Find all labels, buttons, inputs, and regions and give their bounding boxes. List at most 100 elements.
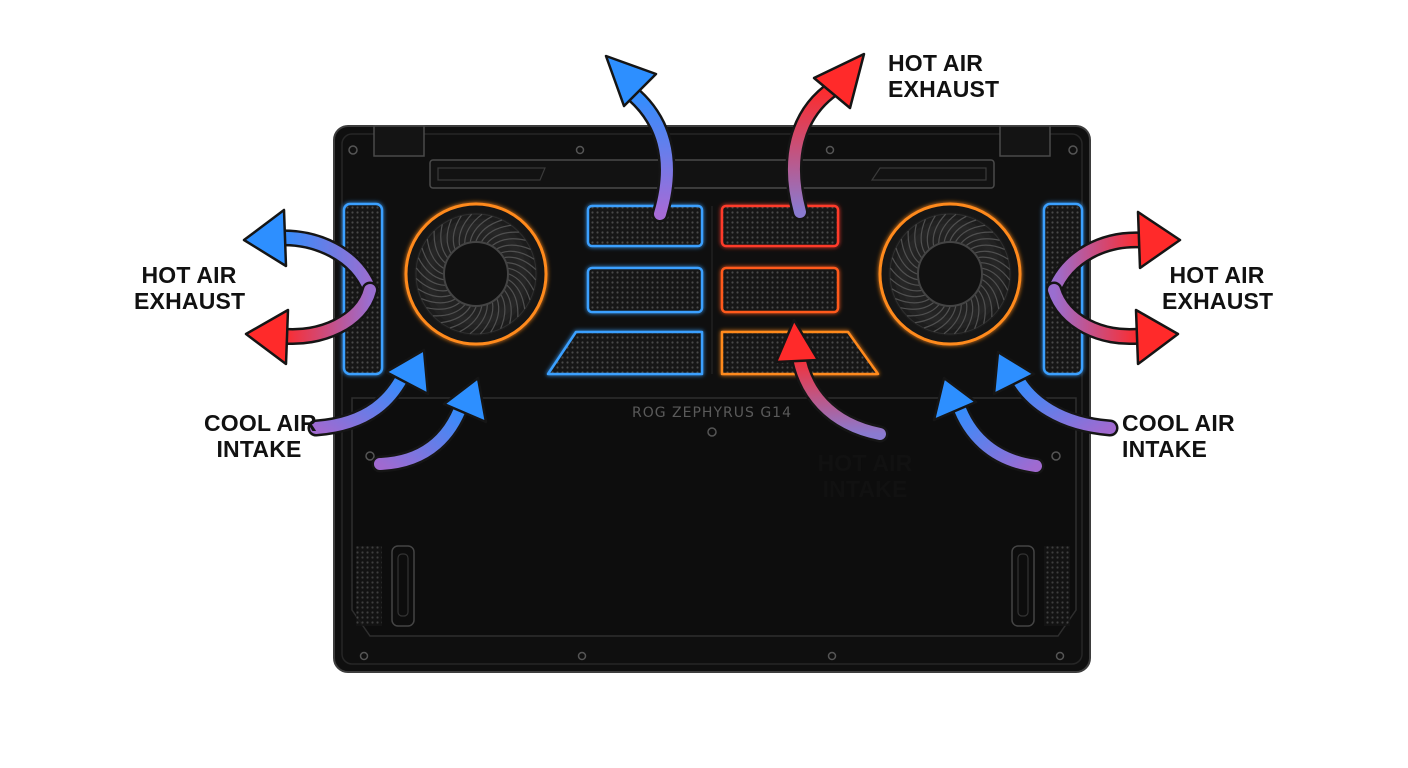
- label-right-intake: COOL AIR INTAKE: [1122, 410, 1235, 462]
- fan-blade: [479, 302, 494, 335]
- fan-blade: [464, 213, 483, 244]
- right-hinge: [999, 125, 1051, 157]
- fan-blade: [508, 279, 526, 310]
- right-intake-arrow-upper: [992, 350, 1119, 437]
- fan-blade: [891, 257, 918, 281]
- fan-blade: [949, 219, 977, 242]
- fan-blade: [426, 302, 460, 310]
- right-exhaust-red-bottom-arrow: [1045, 281, 1180, 366]
- fan-blade: [421, 247, 444, 275]
- fan-blade: [907, 230, 920, 264]
- fan-blade: [421, 298, 456, 304]
- fan-blade: [504, 256, 537, 271]
- fan-blade: [955, 224, 986, 242]
- fan-blade: [449, 306, 477, 329]
- fan-blade: [506, 262, 537, 281]
- center-grilles-cool: [546, 204, 704, 376]
- rear-vent-strip: [429, 159, 995, 189]
- fan-blade: [895, 298, 930, 304]
- left-intake-arrow-upper: [307, 348, 430, 437]
- fan-blade: [508, 273, 531, 301]
- left-fan: [404, 202, 548, 346]
- fan-blade: [926, 215, 936, 249]
- lower-panel: [351, 397, 1077, 637]
- fan-blade: [943, 304, 962, 335]
- label-line: HOT AIR: [141, 262, 237, 288]
- fan-blade: [469, 215, 493, 242]
- top-left-exhaust-arrow: [604, 54, 676, 223]
- fan-blade: [923, 306, 951, 329]
- fan-blade: [978, 256, 1011, 271]
- fan-blade: [978, 290, 986, 324]
- fan-blade: [980, 262, 1011, 281]
- fan-blade: [966, 238, 1000, 246]
- fan-blade: [490, 299, 500, 333]
- left-intake-arrow-lower: [371, 376, 488, 473]
- fan-blade: [492, 238, 526, 246]
- fan-blade: [975, 250, 1009, 260]
- left-exhaust-red-arrow: [244, 281, 379, 366]
- right-exhaust-red-top-arrow: [1045, 210, 1182, 299]
- fan-blade: [982, 279, 1000, 310]
- fan-blade: [906, 304, 940, 317]
- screws: [348, 145, 1078, 661]
- top-right-exhaust-arrow: [785, 52, 866, 221]
- fan-blade: [433, 230, 446, 264]
- fan-blade: [933, 306, 957, 333]
- fan-blade: [446, 219, 452, 254]
- center-intake-arrow: [774, 318, 889, 443]
- label-left-intake: COOL AIR INTAKE: [204, 410, 317, 462]
- center-grilles-hot: [720, 204, 880, 376]
- fan-blade: [481, 224, 512, 242]
- label-line: COOL AIR: [1122, 410, 1235, 436]
- fan-blade: [943, 215, 967, 242]
- fan-blade: [900, 238, 918, 269]
- fan-blade: [486, 231, 520, 244]
- label-line: COOL AIR: [204, 410, 317, 436]
- fan-blade: [426, 238, 444, 269]
- label-line: EXHAUST: [888, 76, 1000, 102]
- label-line: EXHAUST: [134, 288, 246, 314]
- fan-blade: [982, 273, 1005, 301]
- brand-label: ROG ZEPHYRUS G14: [632, 405, 792, 421]
- fan-blade: [459, 306, 483, 333]
- fan-blade: [982, 267, 1009, 291]
- left-exhaust-blue-arrow: [242, 208, 379, 299]
- fan-blade: [900, 302, 934, 310]
- fan-blade: [440, 306, 471, 324]
- label-right-exhaust: HOT AIR EXHAUST: [1162, 262, 1274, 314]
- label-line: INTAKE: [216, 436, 302, 462]
- fan-blade: [891, 288, 925, 298]
- fan-blade: [496, 244, 531, 250]
- fan-blade: [964, 299, 974, 333]
- fan-blade: [914, 306, 945, 324]
- fan-blade: [889, 267, 920, 286]
- fan-blade: [889, 277, 922, 292]
- fan-blade: [914, 224, 922, 258]
- fan-blade: [475, 219, 503, 242]
- fan-blade: [938, 213, 957, 244]
- fan-blade: [458, 213, 473, 246]
- label-line: EXHAUST: [1162, 288, 1274, 314]
- fan-blade: [974, 294, 980, 329]
- fan-blade: [980, 284, 993, 318]
- fan-blade: [895, 247, 918, 275]
- fan-blade: [469, 304, 488, 335]
- fan-blade: [415, 277, 448, 292]
- fan-blade: [970, 244, 1005, 250]
- fan-blade: [920, 219, 926, 254]
- fan-blade: [932, 213, 947, 246]
- fan-blade: [415, 267, 446, 286]
- fan-blade: [452, 215, 462, 249]
- left-hinge: [373, 125, 425, 157]
- label-line: INTAKE: [822, 476, 908, 502]
- fan-blade: [504, 290, 512, 324]
- label-line: HOT AIR: [888, 50, 984, 76]
- fan-blade: [508, 267, 535, 291]
- fan-blade: [417, 257, 444, 281]
- front-left-vent: [356, 545, 415, 627]
- fan-blade: [440, 224, 448, 258]
- label-line: INTAKE: [1122, 436, 1208, 462]
- right-fan: [878, 202, 1022, 346]
